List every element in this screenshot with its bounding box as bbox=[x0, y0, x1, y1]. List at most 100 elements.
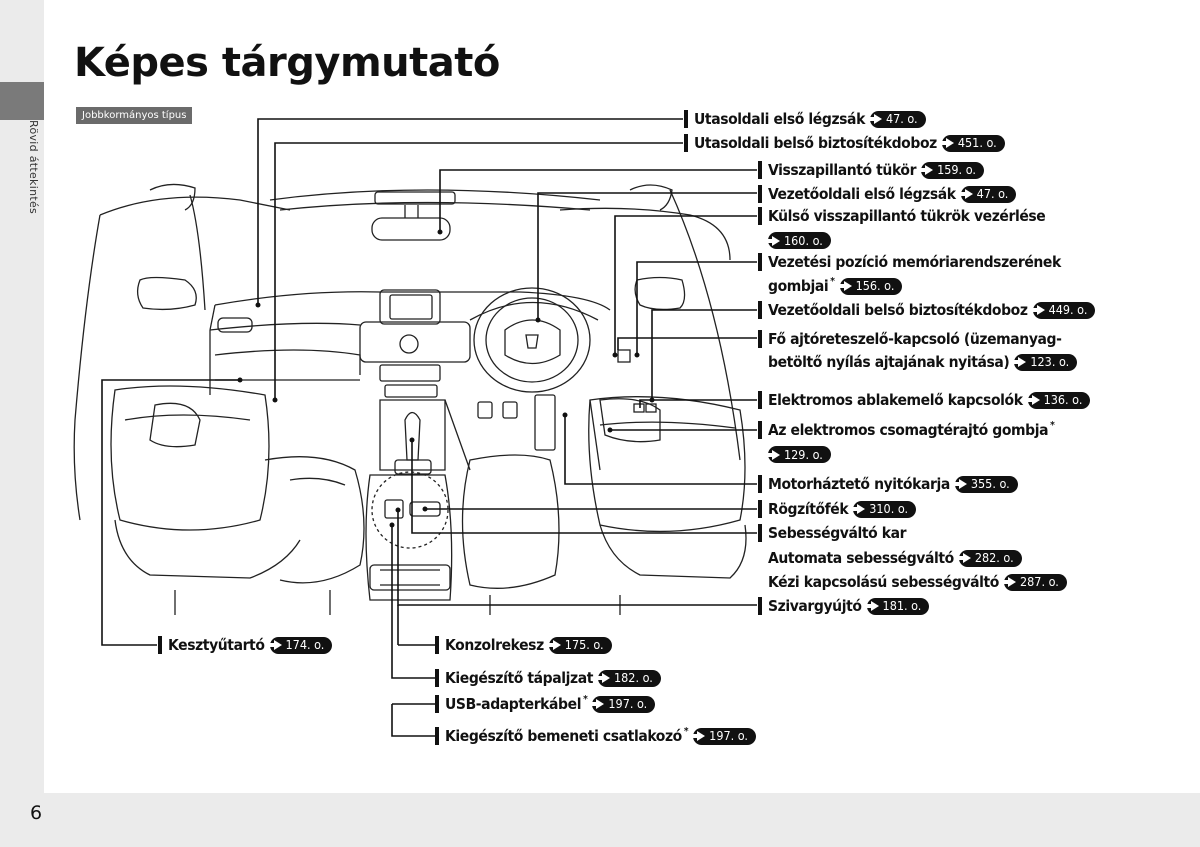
label-text: Fő ajtóreteszelő-kapcsoló (üzemanyag- bbox=[768, 330, 1062, 348]
page-ref-text: 47. o. bbox=[976, 186, 1009, 201]
page-ref-text: 123. o. bbox=[1030, 354, 1070, 369]
label-text: Kiegészítő tápaljzat bbox=[445, 669, 593, 687]
page-ref-text: 160. o. bbox=[784, 232, 823, 248]
label-text: USB-adapterkábel bbox=[445, 695, 582, 713]
page-ref-link[interactable]: 310. o. bbox=[851, 500, 917, 518]
page-ref-link[interactable]: 181. o. bbox=[864, 597, 930, 615]
arrow-right-icon bbox=[1012, 357, 1027, 367]
label-driver-fuse-box: Vezetőoldali belső biztosítékdoboz 449. … bbox=[758, 301, 1096, 319]
label-manual-transmission: Kézi kapcsolású sebességváltó 287. o. bbox=[768, 573, 1067, 591]
arrow-right-icon bbox=[590, 699, 605, 709]
page-ref-link[interactable]: 159. o. bbox=[919, 161, 984, 179]
page-ref-link[interactable]: 449. o. bbox=[1030, 301, 1096, 319]
page-ref-link[interactable]: 175. o. bbox=[546, 636, 612, 654]
label-power-window-switches: Elektromos ablakemelő kapcsolók 136. o. bbox=[758, 391, 1091, 409]
page-ref-text: 47. o. bbox=[885, 111, 918, 126]
footnote-star: * bbox=[583, 694, 588, 705]
label-passenger-front-airbag: Utasoldali első légzsák 47. o. bbox=[684, 110, 926, 128]
label-text: Automata sebességváltó bbox=[768, 549, 954, 567]
arrow-right-icon bbox=[766, 449, 780, 460]
footnote-star: * bbox=[683, 726, 689, 737]
page-ref-text: 129. o. bbox=[784, 446, 823, 462]
page-ref-text: 136. o. bbox=[1043, 392, 1083, 407]
footnote-star: * bbox=[1050, 420, 1055, 431]
label-text: Szivargyújtó bbox=[768, 597, 862, 615]
arrow-right-icon bbox=[939, 138, 954, 148]
page-ref-link[interactable]: 451. o. bbox=[939, 134, 1005, 152]
page-ref-link[interactable]: 123. o. bbox=[1012, 353, 1078, 371]
footnote-star: * bbox=[830, 276, 835, 287]
page-ref-link[interactable]: 174. o. bbox=[267, 636, 333, 654]
arrow-right-icon bbox=[952, 479, 967, 489]
page-ref-text: 156. o. bbox=[855, 278, 895, 293]
label-passenger-fuse-box: Utasoldali belső biztosítékdoboz 451. o. bbox=[684, 134, 1005, 152]
arrow-right-icon bbox=[1025, 395, 1040, 405]
label-memory-buttons-line2: gombjai* 156. o. bbox=[768, 276, 903, 295]
label-door-mirror-controls: Külső visszapillantó tükrök vezérlése bbox=[758, 207, 1046, 225]
arrow-right-icon bbox=[919, 165, 934, 175]
page-ref-link[interactable]: 129. o. bbox=[766, 446, 831, 463]
section-side-tab: Rövid áttekintés bbox=[27, 120, 40, 215]
arrow-right-icon bbox=[691, 731, 706, 741]
label-text: Rögzítőfék bbox=[768, 500, 849, 518]
label-master-door-lock: Fő ajtóreteszelő-kapcsoló (üzemanyag- bbox=[758, 330, 1062, 348]
label-text: Vezetőoldali belső biztosítékdoboz bbox=[768, 301, 1028, 319]
page-number: 6 bbox=[30, 802, 43, 824]
arrow-right-icon bbox=[1002, 577, 1016, 587]
page-ref-link[interactable]: 355. o. bbox=[952, 475, 1018, 493]
page-ref-link[interactable]: 197. o. bbox=[691, 727, 757, 745]
vehicle-type-tag: Jobbkormányos típus bbox=[76, 107, 193, 124]
page-ref-text: 197. o. bbox=[608, 696, 648, 711]
page-title: Képes tárgymutató bbox=[74, 40, 500, 86]
label-text: Kiegészítő bemeneti csatlakozó bbox=[445, 727, 682, 745]
label-text: Konzolrekesz bbox=[445, 636, 544, 654]
arrow-right-icon bbox=[267, 640, 282, 650]
page-ref-link[interactable]: 287. o. bbox=[1002, 573, 1067, 591]
label-door-mirror-controls-ref: 160. o. bbox=[766, 232, 831, 249]
page-ref-text: 282. o. bbox=[974, 550, 1014, 565]
label-text: Elektromos ablakemelő kapcsolók bbox=[768, 391, 1023, 409]
label-console-box: Konzolrekesz 175. o. bbox=[435, 636, 612, 654]
label-usb-cable: USB-adapterkábel* 197. o. bbox=[435, 694, 656, 713]
label-aux-jack: Kiegészítő bemeneti csatlakozó* 197. o. bbox=[435, 726, 757, 745]
arrow-right-icon bbox=[864, 601, 879, 611]
arrow-right-icon bbox=[867, 114, 882, 124]
label-text: gombjai bbox=[768, 277, 829, 295]
label-accessory-power: Kiegészítő tápaljzat 182. o. bbox=[435, 669, 661, 687]
section-tab-marker bbox=[0, 82, 44, 120]
label-parking-brake: Rögzítőfék 310. o. bbox=[758, 500, 917, 518]
label-rearview-mirror: Visszapillantó tükör 159. o. bbox=[758, 161, 984, 179]
label-driver-front-airbag: Vezetőoldali első légzsák 47. o. bbox=[758, 185, 1017, 203]
page-ref-text: 355. o. bbox=[970, 476, 1010, 491]
page-ref-link[interactable]: 160. o. bbox=[766, 232, 831, 249]
label-text: Sebességváltó kar bbox=[768, 524, 907, 542]
label-glove-box: Kesztyűtartó 174. o. bbox=[158, 636, 333, 654]
label-text: Kesztyűtartó bbox=[168, 636, 265, 654]
page-ref-link[interactable]: 47. o. bbox=[958, 185, 1017, 203]
label-text: Utasoldali belső biztosítékdoboz bbox=[694, 134, 937, 152]
page-ref-text: 287. o. bbox=[1020, 574, 1059, 589]
page-ref-text: 181. o. bbox=[882, 598, 922, 613]
label-power-tailgate-button: Az elektromos csomagtérajtó gombja* bbox=[758, 420, 1055, 439]
label-text: Motorháztető nyitókarja bbox=[768, 475, 950, 493]
arrow-right-icon bbox=[766, 235, 780, 246]
label-cigarette-lighter: Szivargyújtó 181. o. bbox=[758, 597, 930, 615]
page-ref-link[interactable]: 136. o. bbox=[1025, 391, 1091, 409]
arrow-right-icon bbox=[956, 553, 971, 563]
page-ref-link[interactable]: 282. o. bbox=[956, 549, 1022, 567]
label-power-tailgate-ref: 129. o. bbox=[766, 446, 831, 463]
page-ref-link[interactable]: 156. o. bbox=[837, 277, 903, 295]
label-text: betöltő nyílás ajtajának nyitása) bbox=[768, 353, 1010, 371]
arrow-right-icon bbox=[837, 281, 852, 291]
label-gear-lever: Sebességváltó kar bbox=[758, 524, 907, 542]
page-ref-link[interactable]: 197. o. bbox=[590, 695, 656, 713]
page-ref-text: 175. o. bbox=[564, 637, 604, 652]
page-ref-text: 449. o. bbox=[1048, 302, 1088, 317]
page-ref-text: 451. o. bbox=[957, 135, 997, 150]
page-ref-link[interactable]: 182. o. bbox=[595, 669, 661, 687]
page-ref-link[interactable]: 47. o. bbox=[867, 110, 926, 128]
label-text: Az elektromos csomagtérajtó gombja bbox=[768, 421, 1049, 439]
page-ref-text: 197. o. bbox=[709, 728, 749, 743]
